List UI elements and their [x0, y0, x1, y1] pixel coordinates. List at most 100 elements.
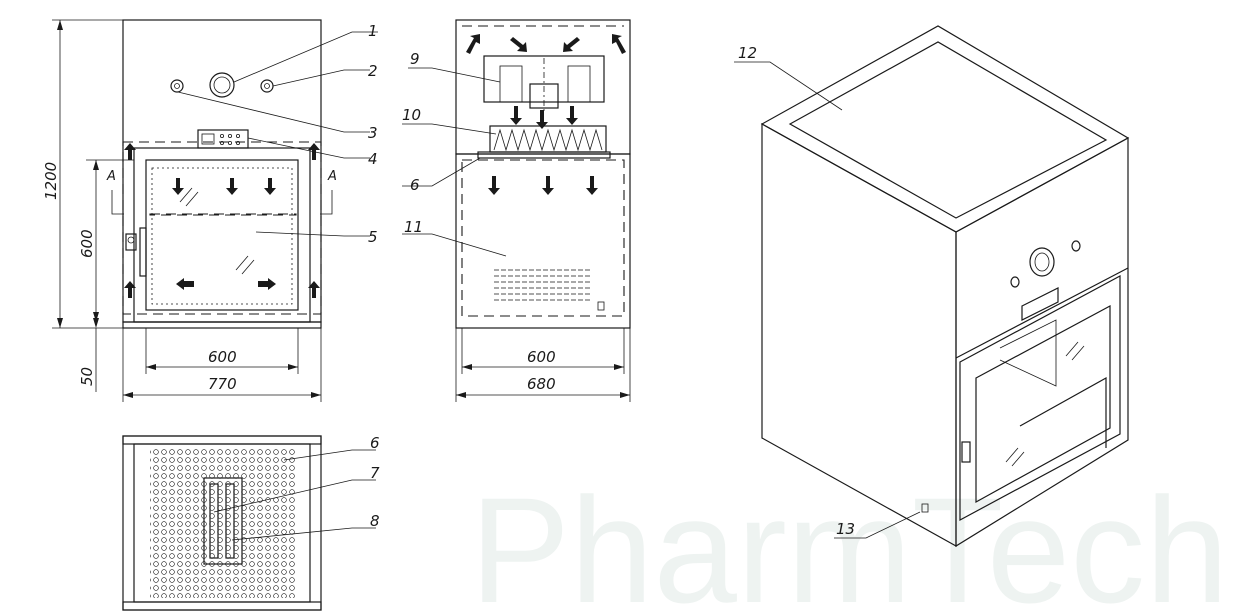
iso-top-inner — [788, 41, 1108, 219]
leader-5 — [255, 231, 370, 237]
front-airflow-arrows — [124, 143, 320, 298]
front-base — [122, 321, 322, 329]
iso-glass-hatch — [1071, 345, 1085, 361]
dim-arrow-icon — [57, 20, 63, 30]
glass-hatch-4 — [241, 259, 255, 275]
iso-chamber-inner — [1019, 376, 1107, 448]
front-body-outline — [122, 19, 322, 323]
iso-right-face — [955, 136, 1129, 548]
control-button-2 — [227, 133, 232, 138]
front-view: A A — [106, 19, 337, 329]
arrow-curve-right-icon — [258, 278, 276, 290]
iso-grille-area — [999, 319, 1057, 387]
top-edge-top — [122, 435, 322, 445]
pressure-gauge-inner — [213, 76, 231, 94]
dim-arrow-icon — [93, 160, 99, 170]
dim-arrow-icon — [288, 364, 298, 370]
arrow-down-icon — [536, 110, 548, 129]
filter-pleats — [493, 128, 603, 152]
dim-arrow-icon — [462, 364, 472, 370]
door-handle-plate — [125, 233, 137, 251]
leader-6a — [402, 157, 481, 187]
arrow-down-icon — [510, 106, 522, 125]
arrow-up-left-icon — [466, 34, 480, 54]
callout-7: 7 — [370, 464, 380, 482]
callout-13: 13 — [836, 520, 855, 538]
glass-hatch-1 — [179, 187, 193, 203]
valve-left-inner — [174, 83, 180, 89]
leader-1 — [233, 31, 378, 83]
iso-handle-icon — [961, 441, 971, 463]
front-dimensions: 1200 600 50 600 770 — [42, 19, 322, 402]
dim-arrow-icon — [93, 312, 99, 322]
callout-4: 4 — [368, 150, 378, 168]
fan-core — [529, 83, 559, 109]
valve-left-icon — [170, 79, 184, 93]
arrow-down-icon — [488, 176, 500, 195]
callout-3: 3 — [368, 124, 378, 142]
control-panel — [197, 129, 249, 149]
valve-right-icon — [260, 79, 274, 93]
control-button-6 — [235, 140, 240, 145]
section-line-left — [111, 190, 124, 215]
callout-8: 8 — [370, 512, 380, 530]
side-airflow-arrows — [466, 34, 626, 195]
arrow-curve-left-icon — [176, 278, 194, 290]
side-grille — [494, 269, 592, 301]
dim-arrow-icon — [311, 392, 321, 398]
dim-arrow-icon — [146, 364, 156, 370]
fan-motor-left — [499, 65, 523, 103]
door-handle-bar — [139, 227, 147, 277]
side-dimensions: 600 680 — [455, 328, 631, 402]
callout-1: 1 — [368, 22, 378, 40]
arrow-down-icon — [586, 176, 598, 195]
leader-13 — [834, 511, 921, 539]
iso-valve-right-icon — [1071, 240, 1081, 252]
door-handle-knob — [127, 236, 135, 244]
dim-height-total: 1200 — [42, 162, 60, 200]
front-dashed-level — [149, 213, 297, 216]
iso-top-face — [760, 25, 1130, 233]
iso-door-glass — [975, 304, 1111, 504]
arrow-down-icon — [542, 176, 554, 195]
top-view — [122, 435, 322, 611]
uv-lamp-housing — [203, 477, 243, 565]
leader-7 — [213, 479, 376, 513]
iso-door-frame — [959, 274, 1121, 522]
dim-arrow-icon — [620, 392, 630, 398]
glass-hatch-3 — [235, 255, 249, 271]
front-dashed-chamber — [122, 141, 322, 315]
front-door-frame — [133, 147, 311, 323]
dim-side-width-total: 680 — [527, 375, 556, 393]
control-button-1 — [219, 133, 224, 138]
arrow-down-icon — [264, 178, 276, 195]
arrow-up-icon — [308, 281, 320, 298]
valve-right-inner — [264, 83, 270, 89]
front-door-window — [145, 159, 299, 311]
diffuser-plate — [477, 151, 611, 159]
top-edge-bottom — [122, 601, 322, 611]
iso-valve-left-icon — [1010, 276, 1020, 288]
leader-4 — [247, 137, 370, 159]
control-button-5 — [227, 140, 232, 145]
control-button-4 — [219, 140, 224, 145]
dim-arrow-icon — [57, 318, 63, 328]
dim-height-base: 50 — [78, 367, 96, 386]
glass-hatch-2 — [185, 191, 199, 207]
watermark: PharmTech — [470, 466, 1229, 615]
control-button-3 — [235, 133, 240, 138]
callout-numbers: 1 2 3 4 5 9 10 6 11 6 7 8 12 13 — [368, 22, 855, 538]
front-door-seal — [151, 167, 293, 305]
arrow-down-icon — [566, 106, 578, 125]
dim-arrow-icon — [614, 364, 624, 370]
side-drain-icon — [597, 301, 605, 311]
leader-8 — [231, 527, 376, 541]
isometric-view — [760, 25, 1130, 548]
callout-9: 9 — [410, 50, 420, 68]
side-view — [455, 19, 631, 329]
callout-12: 12 — [738, 44, 757, 62]
leader-11 — [402, 233, 507, 257]
dim-arrow-icon — [93, 318, 99, 328]
dim-arrow-icon — [123, 392, 133, 398]
dim-side-width-inner: 600 — [527, 348, 556, 366]
